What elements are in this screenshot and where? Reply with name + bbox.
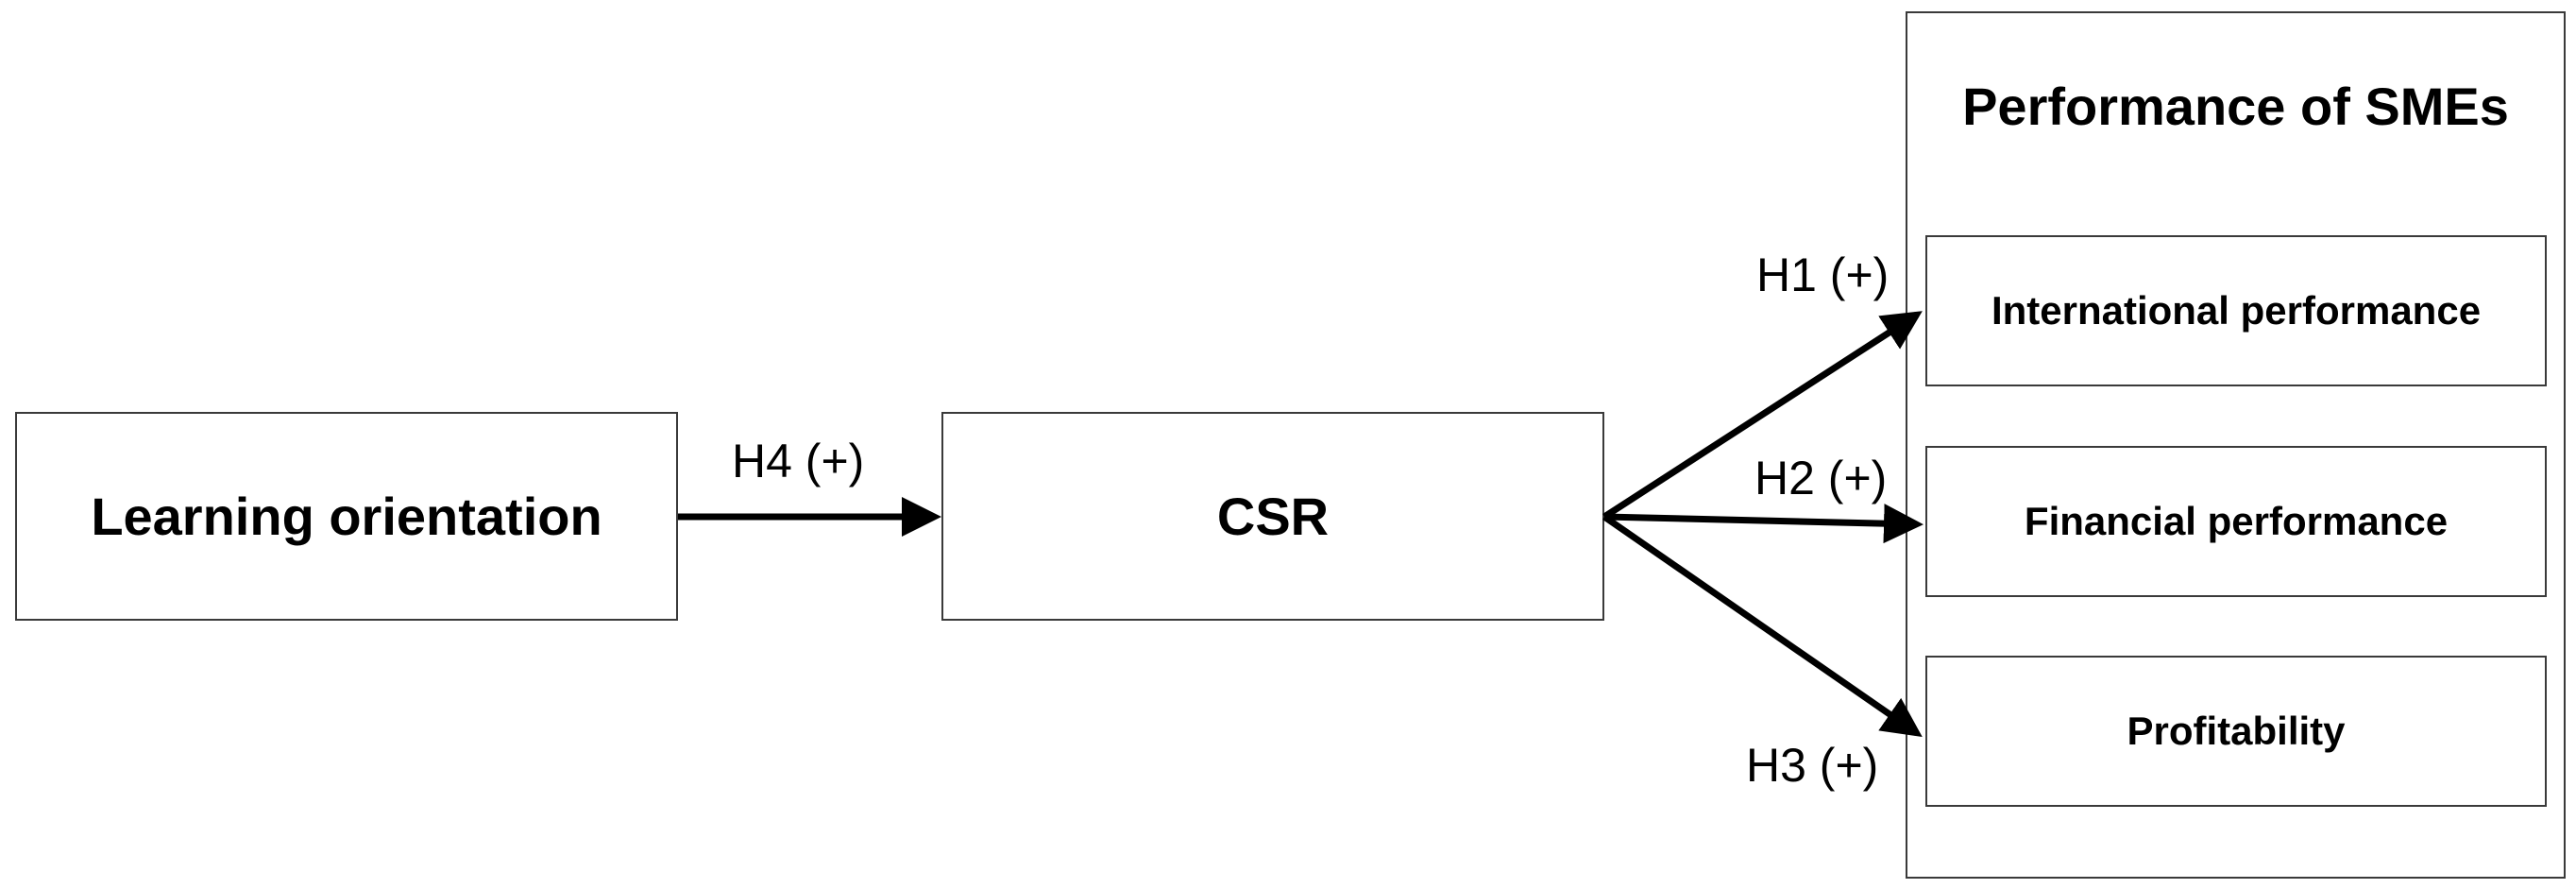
arrow-h1 — [1602, 311, 1923, 520]
performance-of-smes-container — [1906, 11, 2566, 879]
csr-label: CSR — [1216, 487, 1330, 546]
hypothesis-h3-label: H3 (+) — [1746, 739, 1879, 792]
hypothesis-h1-label: H1 (+) — [1756, 248, 1890, 301]
financial-performance-box: Financial performance — [1925, 446, 2547, 597]
learning-orientation-box: Learning orientation — [15, 412, 678, 621]
hypothesis-h4-label: H4 (+) — [732, 435, 865, 487]
csr-box: CSR — [941, 412, 1604, 621]
financial-performance-label: Financial performance — [2024, 499, 2449, 543]
international-performance-box: International performance — [1925, 235, 2547, 386]
hypothesis-h2-label: H2 (+) — [1754, 452, 1888, 504]
profitability-box: Profitability — [1925, 656, 2547, 807]
arrow-h3 — [1602, 514, 1923, 737]
learning-orientation-label: Learning orientation — [91, 487, 602, 546]
performance-of-smes-title: Performance of SMEs — [1962, 77, 2509, 136]
international-performance-label: International performance — [1991, 288, 2482, 333]
profitability-label: Profitability — [2127, 709, 2346, 753]
arrow-h2 — [1603, 504, 1924, 544]
